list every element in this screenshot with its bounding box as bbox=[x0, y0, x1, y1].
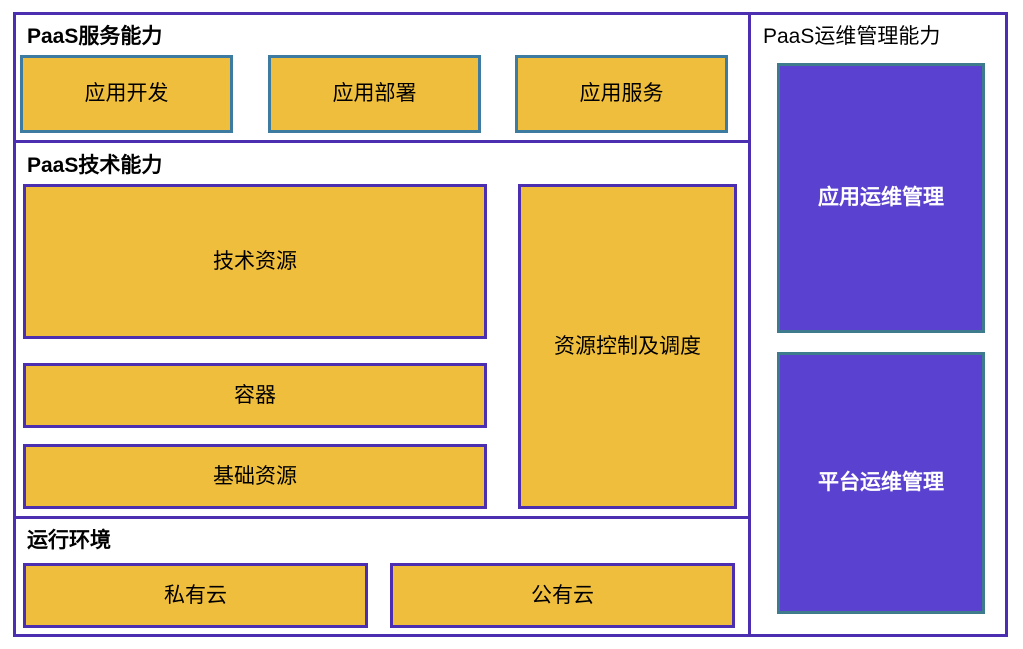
panel-title-paas-ops: PaaS运维管理能力 bbox=[763, 25, 941, 48]
box-platform-ops-management[interactable]: 平台运维管理 bbox=[777, 352, 985, 614]
section-divider-tech-runtime bbox=[13, 516, 748, 519]
box-resource-control-scheduling[interactable]: 资源控制及调度 bbox=[518, 184, 737, 509]
box-container[interactable]: 容器 bbox=[23, 363, 487, 428]
box-infrastructure-resource[interactable]: 基础资源 bbox=[23, 444, 487, 509]
section-title-runtime-env: 运行环境 bbox=[27, 529, 111, 552]
box-application-ops-management[interactable]: 应用运维管理 bbox=[777, 63, 985, 333]
box-application-service[interactable]: 应用服务 bbox=[515, 55, 728, 133]
section-title-paas-tech: PaaS技术能力 bbox=[27, 154, 163, 177]
box-technical-resource[interactable]: 技术资源 bbox=[23, 184, 487, 339]
panel-divider bbox=[748, 12, 751, 637]
box-private-cloud[interactable]: 私有云 bbox=[23, 563, 368, 628]
section-title-paas-service: PaaS服务能力 bbox=[27, 25, 163, 48]
box-public-cloud[interactable]: 公有云 bbox=[390, 563, 735, 628]
box-application-deployment[interactable]: 应用部署 bbox=[268, 55, 481, 133]
section-divider-service-tech bbox=[13, 140, 748, 143]
box-application-development[interactable]: 应用开发 bbox=[20, 55, 233, 133]
